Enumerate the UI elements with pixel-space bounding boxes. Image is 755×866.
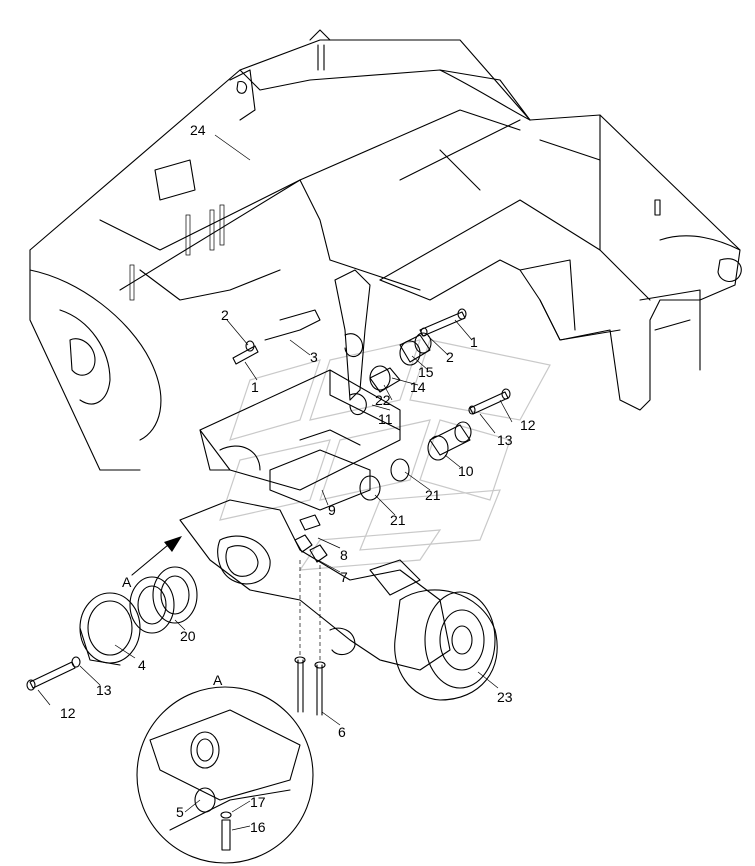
leader-lines bbox=[37, 134, 513, 831]
label-4: 4 bbox=[138, 657, 146, 673]
view-a-arrow bbox=[131, 536, 182, 576]
label-2b: 2 bbox=[446, 349, 454, 365]
fasteners bbox=[26, 308, 511, 716]
label-13a: 13 bbox=[96, 682, 112, 698]
label-21a: 21 bbox=[390, 512, 406, 528]
main-frame bbox=[29, 29, 742, 471]
label-24: 24 bbox=[190, 122, 206, 138]
cover-plate bbox=[79, 592, 141, 666]
label-10: 10 bbox=[458, 463, 474, 479]
label-11: 11 bbox=[378, 411, 393, 427]
label-9: 9 bbox=[328, 502, 336, 518]
link-arm bbox=[264, 269, 371, 416]
label-16: 16 bbox=[250, 819, 266, 835]
label-22: 22 bbox=[375, 392, 391, 408]
label-view-a-arrow: A bbox=[122, 574, 132, 590]
axle-housing bbox=[179, 499, 451, 671]
seal-rings bbox=[129, 566, 198, 634]
label-2a: 2 bbox=[221, 307, 229, 323]
label-23: 23 bbox=[497, 689, 513, 705]
label-21b: 21 bbox=[425, 487, 441, 503]
label-12a: 12 bbox=[60, 705, 76, 721]
pins-and-bushings bbox=[359, 332, 472, 501]
watermark-logo bbox=[219, 339, 551, 571]
label-6: 6 bbox=[338, 724, 346, 740]
label-7: 7 bbox=[340, 569, 348, 585]
label-1a: 1 bbox=[251, 379, 259, 395]
label-3: 3 bbox=[310, 349, 318, 365]
label-17: 17 bbox=[250, 794, 266, 810]
label-14: 14 bbox=[410, 379, 426, 395]
label-8: 8 bbox=[340, 547, 348, 563]
part-labels: 24 2 1 3 1 2 15 14 22 11 13 12 10 21 21 … bbox=[60, 122, 536, 835]
label-20: 20 bbox=[180, 628, 196, 644]
mounting-bracket bbox=[199, 369, 401, 511]
label-15: 15 bbox=[418, 364, 434, 380]
label-view-a-detail: A bbox=[213, 672, 223, 688]
label-13b: 13 bbox=[497, 432, 513, 448]
wheel-hub bbox=[394, 589, 498, 701]
label-1b: 1 bbox=[470, 334, 478, 350]
label-5: 5 bbox=[176, 804, 184, 820]
label-12b: 12 bbox=[520, 417, 536, 433]
detail-view-a bbox=[136, 686, 314, 864]
